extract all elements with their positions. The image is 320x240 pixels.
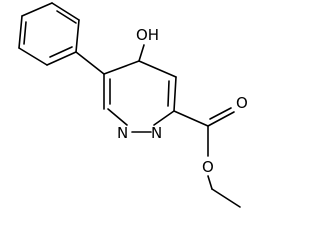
bond [51,2,80,21]
bond [56,10,77,24]
substituents [138,44,241,208]
bond [75,19,80,53]
phenyl-ring [18,2,80,66]
bond [173,76,177,112]
bond [138,60,177,78]
bond [207,175,213,190]
ring-nitrogen-1-label: N [117,124,128,142]
bond [103,60,140,75]
bond [207,111,235,127]
bond [209,107,232,120]
bond [153,110,175,126]
bond [107,108,128,126]
bond [75,51,105,75]
ring-nitrogen-2-label: N [151,124,162,142]
bond [167,80,170,107]
bond [21,2,53,17]
ester-oxygen-label: O [202,158,214,176]
hydroxyl-label: OH [136,26,159,44]
bond [211,188,241,208]
bond [46,51,77,66]
bond [18,15,23,49]
bond [173,110,209,127]
bond [23,21,27,45]
bond [18,47,48,66]
bond [138,44,145,62]
chemical-structure: OH N N O O [18,2,248,208]
bond [49,46,73,58]
pyridazine-ring [75,51,177,133]
carbonyl-oxygen-label: O [236,94,248,112]
